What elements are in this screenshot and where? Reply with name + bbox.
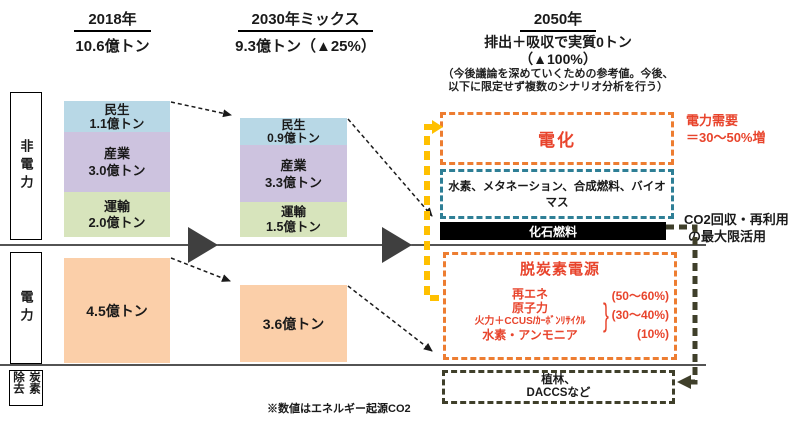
decarbon-item-renewables: 再エネ bbox=[511, 287, 548, 301]
box-electrification: 電化 bbox=[440, 112, 674, 165]
decarbon-pct-hydrogen: (10%) bbox=[636, 327, 669, 341]
bar-2030-transport: 運輸 1.5億トン bbox=[240, 202, 347, 237]
header-2030: 2030年ミックス 9.3億トン（▲25%） bbox=[213, 8, 398, 56]
bar-2030-residential-label: 民生 bbox=[281, 117, 306, 132]
note-co2-recovery-line1: CO2回収・再利用 bbox=[684, 212, 789, 227]
bar-2030-industry: 産業 3.3億トン bbox=[240, 145, 347, 202]
bar-2018-residential-label: 民生 bbox=[104, 102, 130, 117]
bar-2030-power: 3.6億トン bbox=[240, 285, 347, 362]
note-co2-recovery-line2: の最大限活用 bbox=[688, 229, 767, 244]
header-2018: 2018年 10.6億トン bbox=[55, 8, 170, 56]
bar-2018-transport-label: 運輸 bbox=[103, 198, 130, 214]
bar-2030-power-value: 3.6億トン bbox=[262, 315, 325, 332]
bar-2018-transport: 運輸 2.0億トン bbox=[64, 192, 170, 237]
bar-2018-residential: 民生 1.1億トン bbox=[64, 101, 170, 132]
row-label-carbon-removal: 炭素除去 bbox=[9, 370, 43, 406]
header-2050-note2: 以下に限定せず複数のシナリオ分析を行う） bbox=[448, 81, 668, 93]
box-clean-fuels: 水素、メタネーション、合成燃料、バイオマス bbox=[440, 169, 674, 219]
header-2050: 2050年 排出＋吸収で実質0トン （▲100%） （今後議論を深めていくための… bbox=[408, 8, 708, 94]
note-power-demand-line1: 電力需要 bbox=[686, 113, 739, 128]
box-carbon-removal-line1: 植林、 bbox=[541, 373, 576, 386]
header-2050-year: 2050年 bbox=[519, 8, 597, 32]
box-carbon-removal: 植林、 DACCSなど bbox=[442, 370, 675, 404]
bar-2030-industry-label: 産業 bbox=[280, 157, 307, 173]
box-carbon-removal-line2: DACCSなど bbox=[526, 387, 591, 399]
header-2050-note1: （今後議論を深めていくための参考値。今後、 bbox=[442, 68, 674, 80]
box-electrification-label: 電化 bbox=[538, 131, 576, 150]
bar-2030-transport-label: 運輸 bbox=[280, 204, 306, 219]
decarbon-item-hydrogen-ammonia: 水素・アンモニア bbox=[482, 328, 578, 342]
bar-fossil-fuel-label: 化石燃料 bbox=[528, 224, 577, 239]
bar-2018-transport-value: 2.0億トン bbox=[88, 214, 146, 230]
footnote-energy-co2: ※数値はエネルギー起源CO2 bbox=[267, 403, 411, 415]
bar-2030-transport-value: 1.5億トン bbox=[266, 219, 321, 234]
bar-2018-power-value: 4.5億トン bbox=[86, 302, 148, 319]
bar-2030-residential-value: 0.9億トン bbox=[267, 130, 320, 145]
header-2050-net-zero: 排出＋吸収で実質0トン bbox=[484, 34, 632, 50]
bar-2030-industry-value: 3.3億トン bbox=[264, 174, 323, 190]
header-2030-total: 9.3億トン（▲25%） bbox=[235, 38, 376, 55]
header-2018-year: 2018年 bbox=[74, 8, 151, 32]
decarbon-percent-list: (50～60%) (30～40%) (10%) bbox=[597, 289, 669, 341]
box-decarbonized-power: 脱炭素電源 再エネ 原子力 火力＋CCUS/ｶｰﾎﾞﾝﾘｻｲｸﾙ 水素・アンモニ… bbox=[443, 252, 677, 360]
bar-2018-residential-value: 1.1億トン bbox=[89, 116, 145, 131]
bar-2030-residential: 民生 0.9億トン bbox=[240, 118, 347, 145]
row-label-power: 電力 bbox=[10, 252, 42, 364]
decarbon-brace: } bbox=[603, 297, 609, 333]
header-2018-total: 10.6億トン bbox=[75, 38, 150, 55]
decarbon-pct-nuclear-thermal: (30～40%) bbox=[611, 308, 669, 322]
note-power-demand-line2: ＝30～50%増 bbox=[686, 130, 766, 145]
header-2050-pct: （▲100%） bbox=[519, 51, 597, 67]
bar-2018-industry-label: 産業 bbox=[103, 146, 130, 161]
decarbon-title: 脱炭素電源 bbox=[519, 261, 600, 278]
decarbon-pct-renewables: (50～60%) bbox=[611, 289, 669, 303]
decarbon-item-nuclear: 原子力 bbox=[511, 301, 548, 315]
note-power-demand: 電力需要 ＝30～50%増 bbox=[686, 112, 765, 146]
bar-2018-power: 4.5億トン bbox=[64, 258, 170, 363]
note-co2-recovery: CO2回収・再利用 の最大限活用 bbox=[684, 211, 789, 245]
decarbon-item-list: 再エネ 原子力 火力＋CCUS/ｶｰﾎﾞﾝﾘｻｲｸﾙ 水素・アンモニア bbox=[454, 287, 606, 343]
box-clean-fuels-label: 水素、メタネーション、合成燃料、バイオマス bbox=[448, 181, 666, 209]
bar-fossil-fuel: 化石燃料 bbox=[440, 222, 666, 240]
decarbon-item-thermal-ccus: 火力＋CCUS/ｶｰﾎﾞﾝﾘｻｲｸﾙ bbox=[474, 316, 586, 327]
row-label-non-power: 非電力 bbox=[10, 92, 42, 240]
bar-2018-industry: 産業 3.0億トン bbox=[64, 132, 170, 192]
bar-2018-industry-value: 3.0億トン bbox=[88, 163, 146, 178]
header-2030-year: 2030年ミックス bbox=[237, 8, 374, 32]
